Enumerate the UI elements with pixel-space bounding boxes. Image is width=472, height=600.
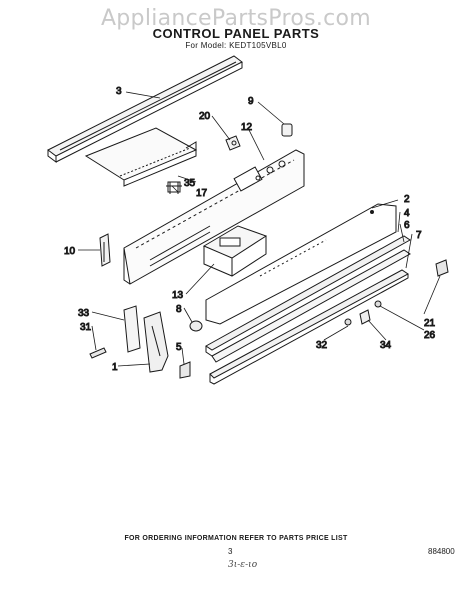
page-number: 3 (228, 547, 233, 556)
page-title: CONTROL PANEL PARTS (152, 26, 320, 41)
callout-3: 3 (116, 86, 122, 97)
part-switch-knob (225, 123, 293, 151)
callout-20: 20 (199, 111, 211, 122)
callout-17: 17 (196, 188, 208, 199)
callout-1: 1 (112, 362, 118, 373)
callout-4: 4 (404, 208, 410, 219)
callout-5: 5 (176, 342, 182, 353)
callout-34: 34 (380, 340, 392, 351)
callout-21: 21 (424, 318, 436, 329)
part-small-hardware (344, 259, 449, 326)
model-subtitle: For Model: KEDT105VBL0 (185, 41, 287, 50)
callout-26: 26 (424, 330, 436, 341)
callout-9: 9 (248, 96, 254, 107)
part-end-caps (89, 305, 191, 379)
document-number: 884800 (428, 547, 455, 556)
callout-12: 12 (241, 122, 253, 133)
callout-2: 2 (404, 194, 410, 205)
part-knob-8 (189, 320, 203, 332)
watermark: AppliancePartsPros.com (100, 6, 372, 31)
callout-13: 13 (172, 290, 184, 301)
callout-6: 6 (404, 220, 410, 231)
leader-lines (78, 91, 441, 367)
part-side-bracket (99, 233, 111, 267)
callout-31: 31 (80, 322, 92, 333)
callout-10: 10 (64, 246, 76, 257)
callout-32: 32 (316, 340, 328, 351)
part-control-panel (123, 149, 305, 285)
handwritten-note: 3ι-ε-ιο (228, 560, 258, 570)
part-display-module (202, 225, 268, 277)
ordering-info-footer: FOR ORDERING INFORMATION REFER TO PARTS … (124, 535, 348, 542)
part-mounting-bracket (84, 127, 198, 194)
part-front-glass (205, 203, 397, 325)
callout-7: 7 (416, 230, 422, 241)
part-trim-strip (47, 55, 243, 163)
callout-35: 35 (184, 178, 196, 189)
part-trim-rails (205, 235, 411, 385)
callout-33: 33 (78, 308, 90, 319)
callout-8: 8 (176, 304, 182, 315)
